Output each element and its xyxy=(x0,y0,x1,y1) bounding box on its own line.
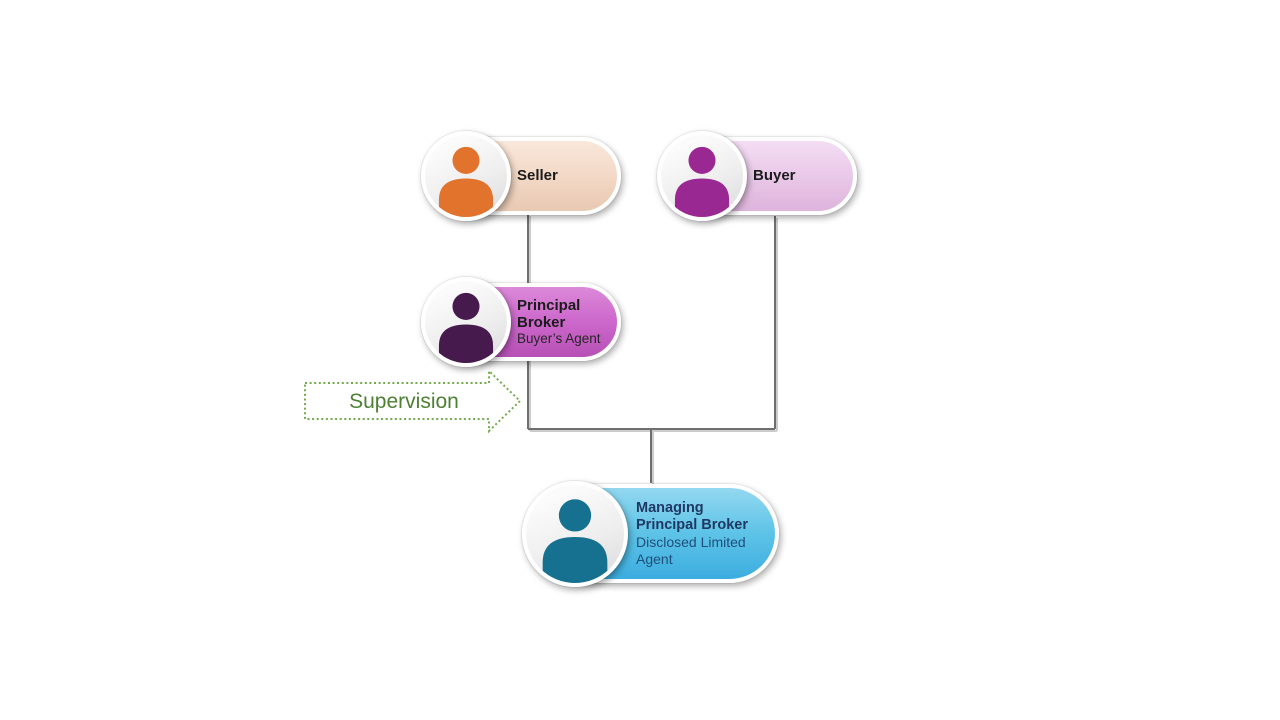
node-buyer-avatar xyxy=(657,131,747,221)
node-managing-principal-broker-avatar xyxy=(522,481,628,587)
node-seller-title: Seller xyxy=(517,167,558,185)
node-principal-broker-avatar xyxy=(421,277,511,367)
node-seller[interactable]: Seller xyxy=(421,131,621,221)
node-managing-principal-broker-title: Managing Principal Broker xyxy=(636,500,749,534)
person-icon xyxy=(674,146,730,217)
node-principal-broker-subtitle: Buyer’s Agent xyxy=(517,331,601,347)
supervision-arrow-outline xyxy=(304,368,522,434)
person-icon xyxy=(542,499,608,583)
person-icon xyxy=(438,292,494,363)
person-icon xyxy=(438,146,494,217)
node-principal-broker-title: Principal Broker xyxy=(517,296,581,331)
node-principal-broker[interactable]: Principal Broker Buyer’s Agent xyxy=(421,277,621,367)
node-seller-avatar xyxy=(421,131,511,221)
supervision-label: Supervision xyxy=(349,389,459,413)
node-managing-principal-broker[interactable]: Managing Principal Broker Disclosed Limi… xyxy=(522,480,780,588)
node-managing-principal-broker-subtitle: Disclosed Limited Agent xyxy=(636,534,746,568)
node-buyer-title: Buyer xyxy=(753,167,796,185)
node-buyer[interactable]: Buyer xyxy=(657,131,857,221)
